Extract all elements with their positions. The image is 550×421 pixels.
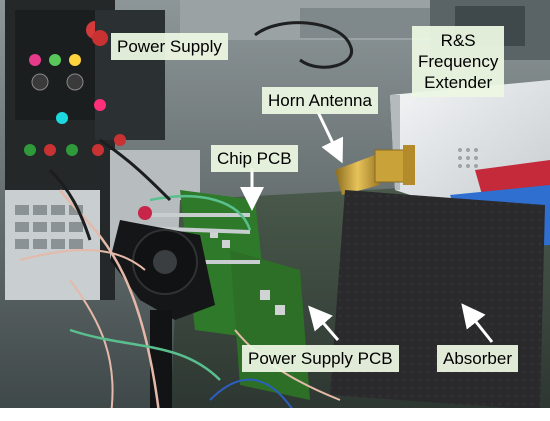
label-rs-line-1: R&S <box>440 31 476 50</box>
horn-antenna <box>335 155 380 195</box>
absorber-pad <box>330 190 545 410</box>
label-power-supply-pcb: Power Supply PCB <box>242 345 399 372</box>
mount-post <box>150 310 172 421</box>
label-rs-line-2: Frequency <box>418 52 499 71</box>
label-rs-line-3: Extender <box>424 73 493 92</box>
label-absorber: Absorber <box>437 345 518 372</box>
power-supply-pcb <box>230 250 310 400</box>
label-horn-antenna: Horn Antenna <box>262 87 378 114</box>
label-power-supply: Power Supply <box>111 33 228 60</box>
label-chip-pcb: Chip PCB <box>211 145 298 172</box>
label-rs-frequency-extender: R&S Frequency Extender <box>412 26 505 97</box>
